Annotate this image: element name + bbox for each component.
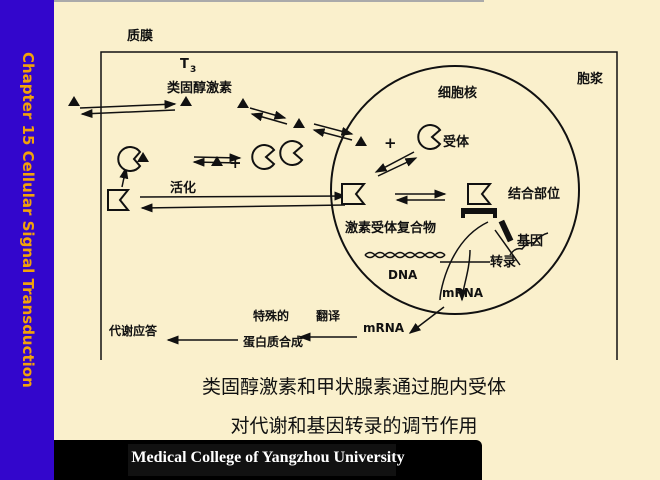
label-cytoplasm: 胞浆 <box>576 71 604 87</box>
dna-bound-complex-icon <box>467 183 493 205</box>
label-dna: DNA <box>388 268 418 282</box>
sidebar: Chapter 15 Cellular Signal Transduction <box>0 0 54 480</box>
label-steroid-hormone: 类固醇激素 <box>167 80 232 96</box>
label-activation: 活化 <box>170 180 196 196</box>
plus-sign: + <box>384 134 397 152</box>
bound-receptor-icon <box>117 146 142 172</box>
hormone-icon <box>237 98 249 108</box>
caption-line-1: 类固醇激素和甲状腺素通过胞内受体 <box>201 376 506 398</box>
hormone-icon <box>211 156 223 166</box>
chapter-title: Chapter 15 Cellular Signal Transduction <box>19 52 37 388</box>
caption-line-2: 对代谢和基因转录的调节作用 <box>230 415 478 437</box>
hormone-icon <box>355 136 367 146</box>
gene-segment-icon <box>498 219 514 243</box>
receptor-icon <box>279 140 304 166</box>
label-complex: 激素受体复合物 <box>345 220 436 236</box>
label-gene: 基因 <box>516 233 543 249</box>
label-special: 特殊的 <box>253 308 289 323</box>
label-transcription: 转录 <box>490 254 516 270</box>
footer-text: Medical College of Yangzhou University <box>131 449 405 466</box>
hormone-icon <box>180 96 192 106</box>
label-translation: 翻译 <box>316 308 341 323</box>
nucleus-circle <box>330 65 580 315</box>
receptor-icon <box>251 144 276 170</box>
label-mrna-nucleus: mRNA <box>442 286 484 300</box>
label-metabolic-response: 代谢应答 <box>108 323 158 338</box>
label-plasma-membrane: 质膜 <box>127 28 153 44</box>
hormone-triangles <box>68 96 367 166</box>
hormone-icon <box>68 96 80 106</box>
dna-binding-base <box>461 208 497 218</box>
hormone-icon <box>293 118 305 128</box>
cell-boundary <box>100 51 618 360</box>
label-t3: T <box>180 57 189 72</box>
footer-panel <box>128 444 396 476</box>
label-receptor: 受体 <box>443 134 470 150</box>
label-mrna-cytoplasm: mRNA <box>363 321 405 335</box>
plus-sign: + <box>229 154 242 172</box>
nuclear-complex-icon <box>341 183 367 205</box>
label-nucleus: 细胞核 <box>438 85 477 101</box>
label-protein-synthesis: 蛋白质合成 <box>243 334 303 349</box>
top-divider <box>54 0 484 2</box>
footer-bar: Medical College of Yangzhou University <box>54 440 482 480</box>
label-t3-sub: 3 <box>190 65 196 75</box>
receptor-icon <box>417 124 442 150</box>
hormone-icon <box>137 152 149 162</box>
label-binding-site: 结合部位 <box>508 186 560 202</box>
activated-complex-icon <box>107 189 131 211</box>
steroid-hormone-diagram: 质膜 T 3 类固醇激素 胞浆 细胞核 + + 受体 活化 激素受体复合物 结合… <box>68 28 618 360</box>
